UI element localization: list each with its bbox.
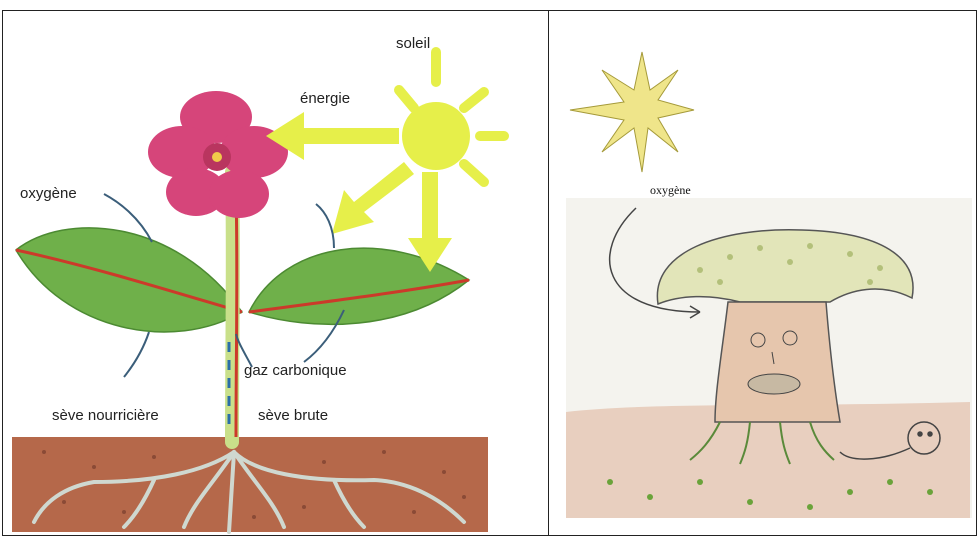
panel-divider (548, 10, 549, 536)
left-leaf (16, 228, 242, 332)
label-energie: énergie (300, 90, 350, 107)
label-oxygene: oxygène (20, 185, 77, 202)
label-seve-nourriciere: sève nourricière (52, 407, 159, 424)
label-soleil: soleil (396, 35, 430, 52)
label-gaz-carbonique: gaz carbonique (244, 362, 347, 379)
label-oxygene-right: oxygène (650, 183, 691, 197)
plant-diagram: soleil énergie oxygène gaz carbonique sè… (4, 12, 546, 534)
star-sun-icon (570, 52, 694, 172)
mushroom-stem (715, 302, 840, 422)
label-seve-brute: sève brute (258, 407, 328, 424)
mushroom-sketch: oxygène (550, 12, 976, 534)
flower (148, 91, 288, 218)
sun-icon (399, 52, 504, 182)
